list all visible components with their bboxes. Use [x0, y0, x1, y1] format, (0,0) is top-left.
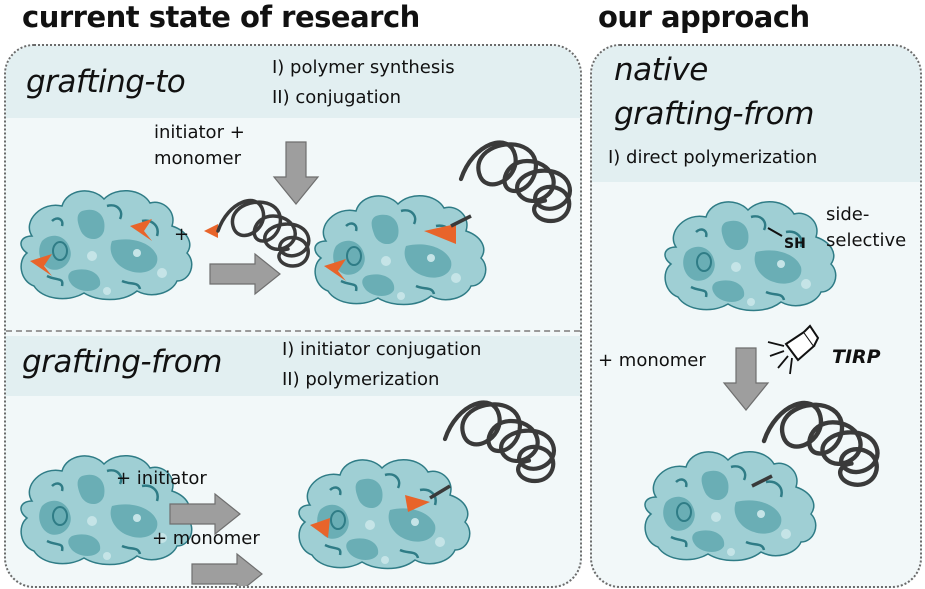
grafting-to-title: grafting-to: [26, 64, 186, 100]
protein-conjugated-grafting-to: [313, 194, 487, 306]
arrow-right-monomer: [191, 553, 263, 586]
initiator-monomer-label-line1: initiator +: [154, 122, 245, 143]
protein-initiated-grafting-from: [297, 458, 471, 570]
right-section-title: our approach: [598, 0, 810, 34]
initiator-monomer-label-line2: monomer: [154, 148, 241, 169]
plus-sign: +: [174, 224, 190, 245]
tirp-label: TIRP: [832, 346, 881, 368]
thiol-label: SH: [784, 236, 806, 252]
left-section-title: current state of research: [22, 0, 420, 34]
add-initiator-label: + initiator: [116, 468, 207, 489]
our-approach-panel: native grafting-from I) direct polymeriz…: [590, 44, 922, 588]
grafting-from-step-2: II) polymerization: [282, 369, 440, 390]
arrow-right-conjugation: [209, 253, 281, 295]
polymer-coil-native: [751, 386, 882, 488]
add-monomer-label-right: + monomer: [598, 350, 706, 371]
grafting-to-step-2: II) conjugation: [272, 87, 402, 108]
protein-native-grafting-to: [19, 189, 193, 301]
initiator-site-icon: [130, 219, 152, 241]
grafting-from-title: grafting-from: [22, 344, 222, 380]
initiator-site-icon: [30, 254, 52, 276]
side-selective-label-line1: side-: [826, 204, 870, 225]
polymer-coil-grown: [429, 386, 560, 500]
side-selective-label-line2: selective: [826, 230, 907, 251]
grafting-to-header: [6, 46, 580, 118]
native-title-line2: grafting-from: [614, 96, 814, 132]
native-title-line1: native: [614, 52, 708, 88]
section-divider: [6, 330, 580, 332]
light-lamp-icon: [767, 324, 820, 375]
grafting-to-step-1: I) polymer synthesis: [272, 57, 455, 78]
native-grafting-from-header: [592, 46, 920, 182]
initiator-end-icon: [204, 224, 218, 238]
polymer-coil-free: [204, 198, 311, 268]
current-state-panel: grafting-to I) polymer synthesis II) con…: [4, 44, 582, 588]
direct-polymerization-step: I) direct polymerization: [608, 147, 818, 168]
polymer-coil-attached: [450, 126, 571, 228]
grafting-from-step-1: I) initiator conjugation: [282, 339, 482, 360]
grafting-from-header: [6, 336, 580, 396]
add-monomer-label: + monomer: [152, 528, 260, 549]
protein-native-cysteine: [663, 200, 837, 312]
